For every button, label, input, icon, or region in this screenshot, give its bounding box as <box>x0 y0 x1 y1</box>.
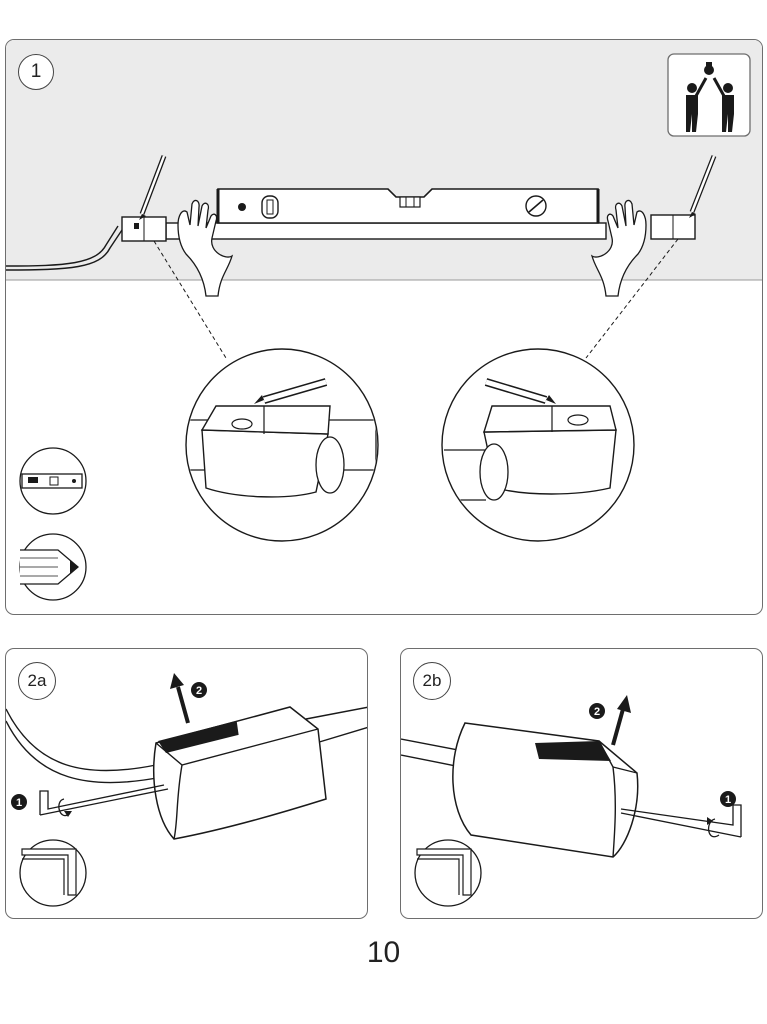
right-detail-view <box>441 348 635 542</box>
left-mounting-bracket <box>121 216 167 242</box>
right-mounting-bracket <box>650 214 696 240</box>
right-pencil <box>689 155 717 218</box>
hex-key-tool <box>39 784 169 817</box>
step-1-panel: 1 <box>5 39 763 615</box>
marker-2: 2 <box>589 703 605 719</box>
spirit-level <box>216 188 600 224</box>
ceiling-area <box>6 40 762 280</box>
lift-arrow <box>170 673 190 724</box>
end-cap <box>452 722 639 858</box>
marker-2: 2 <box>191 682 207 698</box>
hex-key-tool <box>620 804 742 838</box>
svg-text:1: 1 <box>16 797 22 809</box>
step-number: 2a <box>18 662 56 700</box>
left-pencil <box>139 155 167 220</box>
pencil-icon <box>19 533 87 601</box>
hex-key-icon <box>414 839 482 907</box>
step-2a-panel: 1 2 2a <box>5 648 368 919</box>
lift-arrow <box>611 695 631 746</box>
step-number: 1 <box>18 54 54 90</box>
svg-text:2: 2 <box>594 706 600 718</box>
step-number: 2b <box>413 662 451 700</box>
marker-1: 1 <box>720 791 736 807</box>
svg-text:2: 2 <box>196 685 202 697</box>
page-number: 10 <box>366 936 401 969</box>
left-detail-view <box>185 348 379 542</box>
luminaire-tube <box>165 222 607 240</box>
step-1-illustration <box>6 40 762 601</box>
two-persons-icon <box>667 53 751 137</box>
step-2b-illustration: 2 1 <box>401 695 742 907</box>
marker-1: 1 <box>11 794 27 810</box>
hex-key-icon <box>19 839 87 907</box>
left-hand <box>177 199 234 297</box>
svg-text:1: 1 <box>725 794 731 806</box>
power-cable <box>6 225 119 267</box>
step-2a-illustration: 1 2 <box>6 673 367 907</box>
right-hand <box>590 199 647 297</box>
end-cap <box>153 706 327 840</box>
spirit-level-icon <box>19 447 87 515</box>
step-2b-panel: 2 1 2b <box>400 648 763 919</box>
